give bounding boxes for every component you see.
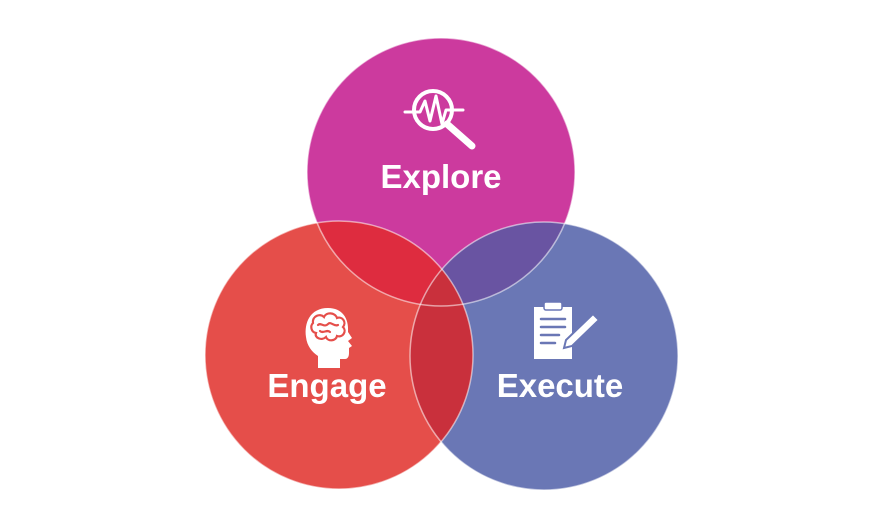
explore-label: Explore [380, 158, 501, 195]
explore-engage-overlap [307, 221, 473, 306]
engage-outline [204, 220, 474, 490]
clipboard-pen-icon [534, 301, 601, 359]
explore-outline [306, 37, 576, 307]
execute-outline [409, 221, 679, 491]
engage-label: Engage [267, 367, 386, 404]
magnifier-waveform-icon [403, 89, 476, 150]
explore-execute-overlap [410, 222, 575, 306]
head-brain-icon [305, 308, 352, 368]
execute-label: Execute [497, 367, 624, 404]
